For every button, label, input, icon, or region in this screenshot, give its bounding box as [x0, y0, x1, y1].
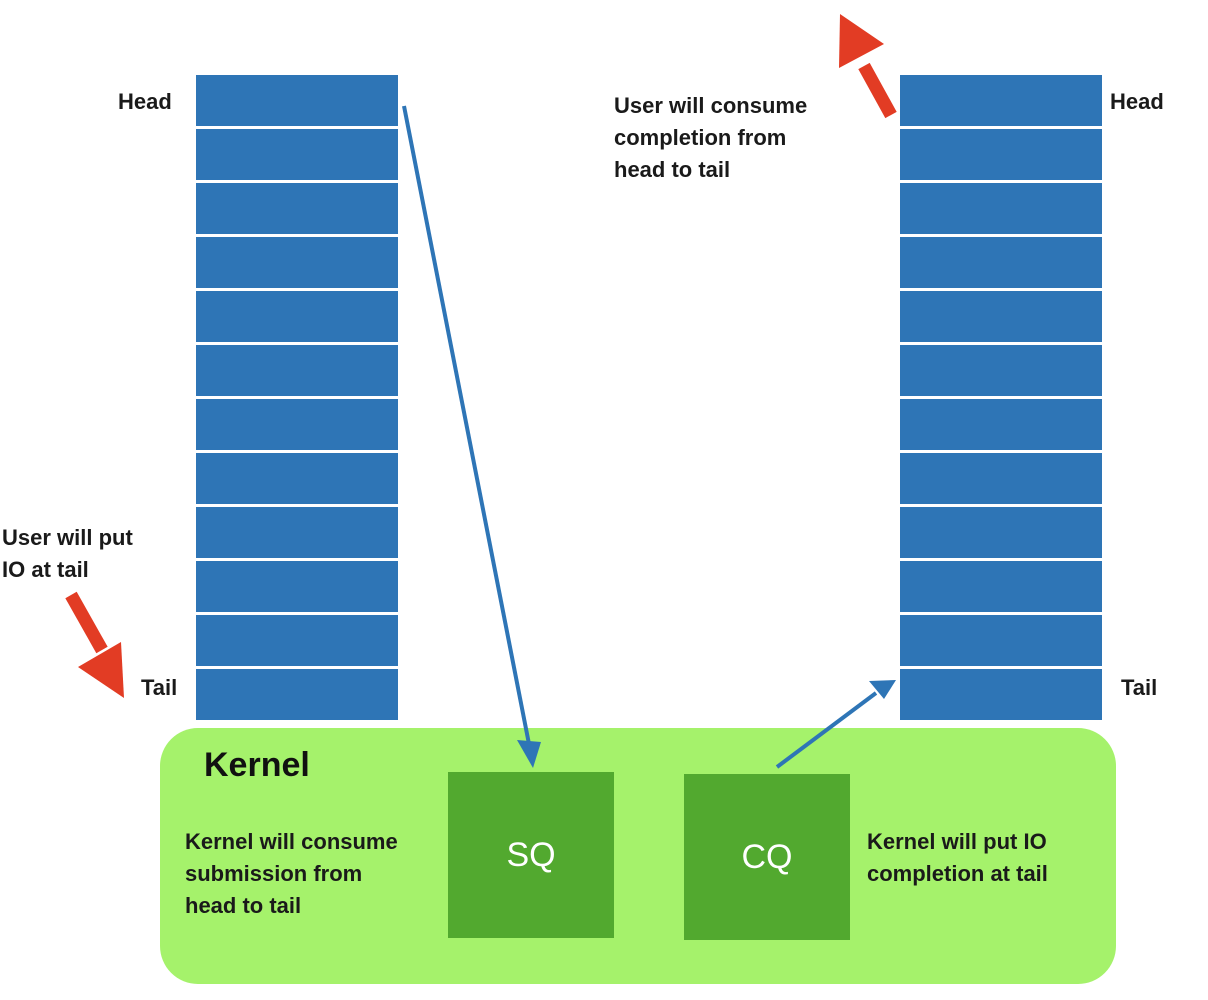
submission-head-label: Head: [118, 89, 172, 114]
user-put-arrow-line: [65, 591, 108, 654]
user-consume-note: User will consume completion from head t…: [614, 93, 808, 182]
completion-slot: [900, 453, 1102, 507]
submission-slot: [196, 291, 398, 345]
completion-slot: [900, 183, 1102, 237]
submission-slot: [196, 453, 398, 507]
kernel-region: [160, 728, 1116, 984]
submission-slot: [196, 507, 398, 561]
submission-slot: [196, 399, 398, 453]
user-put-io-note: User will put IO at tail: [2, 525, 133, 582]
completion-slot: [900, 507, 1102, 561]
completion-slot: [900, 561, 1102, 615]
completion-ring: [900, 75, 1102, 720]
user-consume-arrow-line: [858, 62, 897, 119]
completion-slot: [900, 129, 1102, 183]
cq-label: CQ: [741, 837, 793, 876]
submission-slot: [196, 561, 398, 615]
submission-slot: [196, 345, 398, 399]
submission-slot: [196, 129, 398, 183]
submission-slot: [196, 183, 398, 237]
completion-head-label: Head: [1110, 89, 1164, 114]
submission-tail-label: Tail: [141, 675, 178, 700]
submission-slot: [196, 237, 398, 291]
completion-tail-label: Tail: [1121, 675, 1158, 700]
kernel-title: Kernel: [204, 746, 310, 784]
kernel-put-note: Kernel will put IO completion at tail: [867, 829, 1048, 886]
user-consume-arrowhead: [839, 14, 884, 68]
completion-slot: [900, 669, 1102, 720]
completion-slot: [900, 399, 1102, 453]
completion-slot: [900, 615, 1102, 669]
sq-box: SQ: [448, 772, 614, 938]
completion-slot: [900, 237, 1102, 291]
completion-slot: [900, 75, 1102, 129]
submission-slot: [196, 615, 398, 669]
completion-slot: [900, 345, 1102, 399]
submission-ring: [196, 75, 398, 720]
user-put-arrowhead: [78, 642, 124, 698]
kernel-consume-note: Kernel will consume submission from head…: [185, 829, 398, 918]
cq-to-completion-arrowhead: [869, 680, 896, 699]
submission-to-sq-arrow-line: [402, 105, 531, 745]
sq-label: SQ: [506, 835, 556, 874]
completion-slot: [900, 291, 1102, 345]
cq-box: CQ: [684, 774, 850, 940]
submission-slot: [196, 669, 398, 720]
submission-slot: [196, 75, 398, 129]
